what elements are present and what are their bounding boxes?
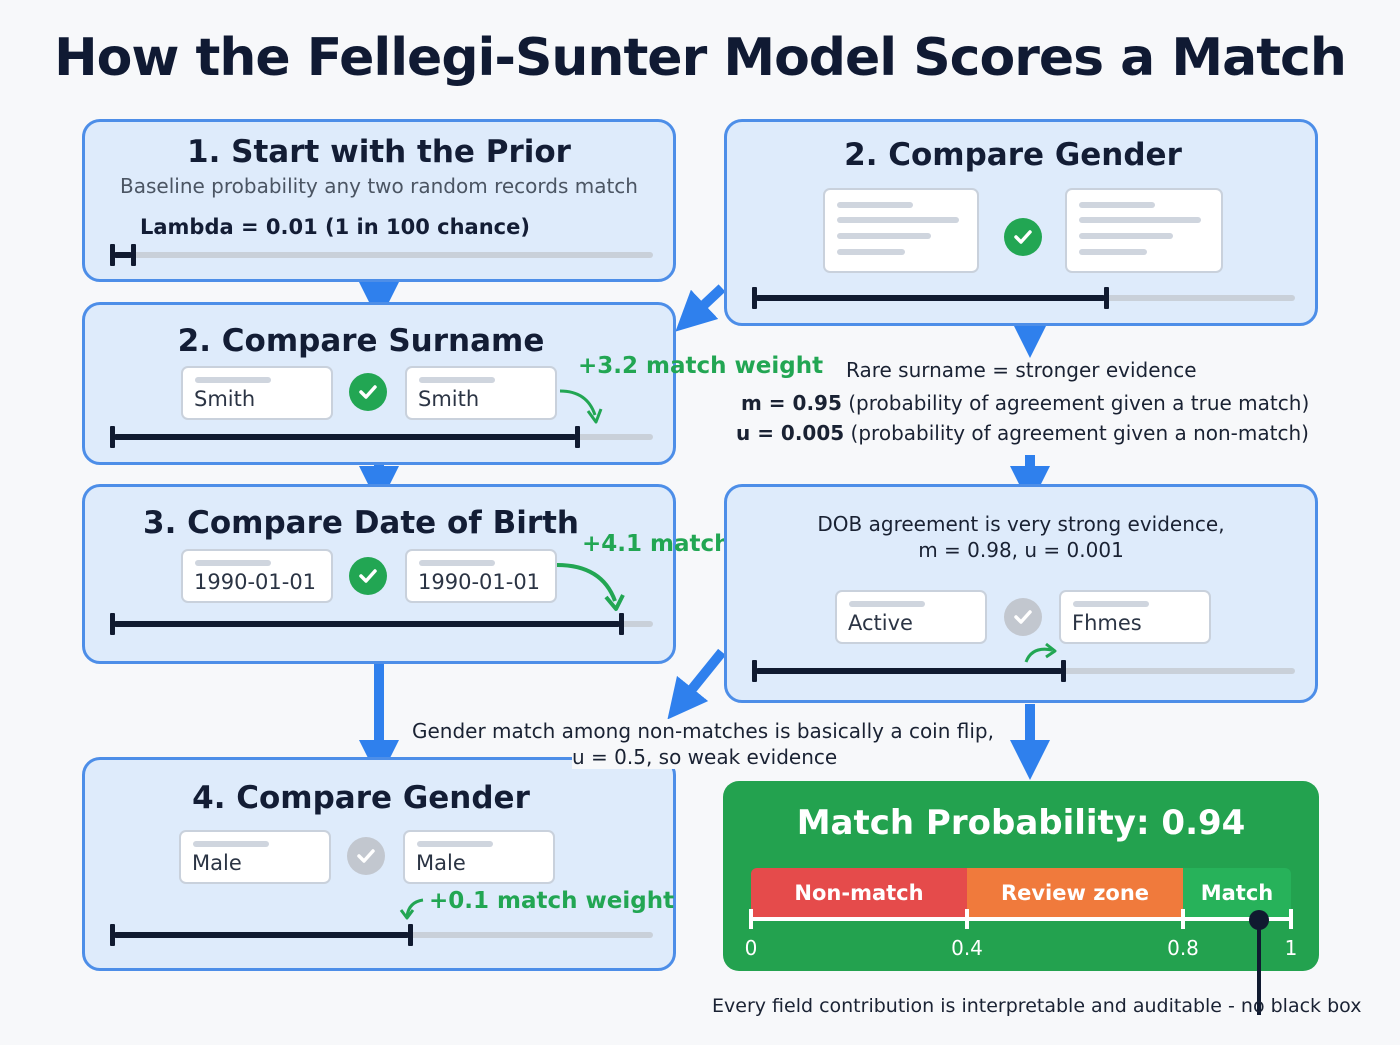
dob-evidence-tick-end (1060, 660, 1066, 682)
scale-tick (965, 909, 969, 929)
scale-label: 1 (1284, 936, 1298, 960)
prior-tick-end (131, 244, 136, 266)
dob-right-card: 1990-01-01 (405, 549, 557, 603)
dob-fill (113, 621, 621, 627)
check-icon (349, 373, 387, 411)
gender-left-value: Male (192, 851, 242, 875)
gender-top-left-card (823, 188, 979, 273)
arrow-diag-icon (667, 648, 726, 720)
dob-evidence-right-value: Fhmes (1072, 611, 1142, 635)
check-icon (349, 557, 387, 595)
gender-top-panel: 2. Compare Gender (724, 119, 1318, 326)
probability-marker (1248, 909, 1270, 1023)
dob-tick-start (110, 613, 115, 635)
dob-evidence-fill (755, 668, 1063, 674)
gender-top-tick-end (1104, 287, 1109, 309)
prior-track (113, 252, 653, 258)
dob-evidence-panel: DOB agreement is very strong evidence, m… (724, 484, 1318, 703)
gender-top-tick-start (752, 287, 757, 309)
surname-note: Rare surname = stronger evidence (846, 358, 1197, 382)
surname-right-card: Smith (405, 366, 557, 420)
surname-left-value: Smith (194, 387, 256, 411)
curved-arrow-icon (556, 563, 625, 611)
dob-tick-end (618, 613, 624, 635)
gender-right-value: Male (416, 851, 466, 875)
dob-evidence-tick-start (752, 660, 757, 682)
scale-tick (749, 909, 753, 929)
gender-note-line2: u = 0.5, so weak evidence (572, 745, 838, 769)
dob-left-value: 1990-01-01 (194, 570, 317, 594)
check-icon (347, 837, 385, 875)
curved-arrow-icon (399, 898, 424, 920)
arrow-diag-icon (675, 284, 726, 332)
gender-right-card: Male (403, 830, 555, 884)
surname-title: 2. Compare Surname (177, 323, 545, 359)
gender-top-fill (755, 295, 1106, 301)
dob-evidence-line2: m = 0.98, u = 0.001 (918, 538, 1124, 562)
dob-right-value: 1990-01-01 (418, 570, 541, 594)
m-note: m = 0.95 (probability of agreement given… (741, 391, 1309, 415)
u-text: (probability of agreement given a non-ma… (850, 421, 1309, 445)
dob-evidence-left-card: Active (835, 590, 987, 644)
surname-fill (113, 434, 578, 440)
gender-fill (113, 932, 410, 938)
u-note: u = 0.005 (probability of agreement give… (736, 421, 1309, 445)
scale-tick (1289, 909, 1293, 929)
lambda-label: Lambda = 0.01 (1 in 100 chance) (140, 215, 530, 239)
curved-arrow-icon (1024, 642, 1057, 663)
prior-panel: 1. Start with the Prior Baseline probabi… (82, 119, 676, 282)
scale-tick (1181, 909, 1185, 929)
gender-panel: 4. Compare Gender Male Male +0.1 match w… (82, 757, 676, 971)
gender-tick-start (110, 924, 115, 946)
check-icon (1004, 218, 1042, 256)
dob-panel: 3. Compare Date of Birth 1990-01-01 1990… (82, 484, 676, 664)
prior-fill (113, 252, 133, 258)
gender-weight: +0.1 match weight (429, 888, 675, 914)
zone-review-zone: Review zone (967, 868, 1183, 917)
surname-tick-end (575, 426, 581, 448)
m-text: (probability of agreement given a true m… (848, 391, 1310, 415)
surname-panel: 2. Compare Surname Smith Smith (82, 302, 676, 465)
prior-title: 1. Start with the Prior (187, 134, 571, 170)
surname-left-card: Smith (181, 366, 333, 420)
u-label: u = 0.005 (736, 421, 845, 445)
scale-label: 0.4 (951, 936, 983, 960)
gender-title: 4. Compare Gender (192, 780, 530, 816)
dob-evidence-line1: DOB agreement is very strong evidence, (817, 512, 1225, 536)
curved-arrow-icon (559, 389, 603, 424)
gender-top-title: 2. Compare Gender (844, 137, 1182, 173)
dob-left-card: 1990-01-01 (181, 549, 333, 603)
zone-non-match: Non-match (751, 868, 967, 917)
dob-evidence-right-card: Fhmes (1059, 590, 1211, 644)
scale-label: 0.8 (1167, 936, 1199, 960)
surname-tick-start (110, 426, 115, 448)
dob-evidence-left-value: Active (848, 611, 913, 635)
dob-title: 3. Compare Date of Birth (143, 505, 579, 541)
gender-top-right-card (1065, 188, 1223, 273)
surname-weight: +3.2 match weight (578, 353, 824, 379)
zone-match: Match (1183, 868, 1291, 917)
m-label: m = 0.95 (741, 391, 842, 415)
prior-subtitle: Baseline probability any two random reco… (120, 174, 638, 198)
gender-left-card: Male (179, 830, 331, 884)
gender-tick-end (408, 924, 413, 946)
surname-right-value: Smith (418, 387, 480, 411)
footer-note: Every field contribution is interpretabl… (712, 995, 1362, 1017)
gender-note-line1: Gender match among non-matches is basica… (412, 719, 994, 743)
check-icon (1004, 598, 1042, 636)
page-title: How the Fellegi-Sunter Model Scores a Ma… (54, 28, 1347, 88)
probability-scale-line (751, 917, 1293, 921)
match-probability-title: Match Probability: 0.94 (796, 803, 1246, 843)
prior-tick-start (110, 244, 115, 266)
scale-label: 0 (744, 936, 758, 960)
